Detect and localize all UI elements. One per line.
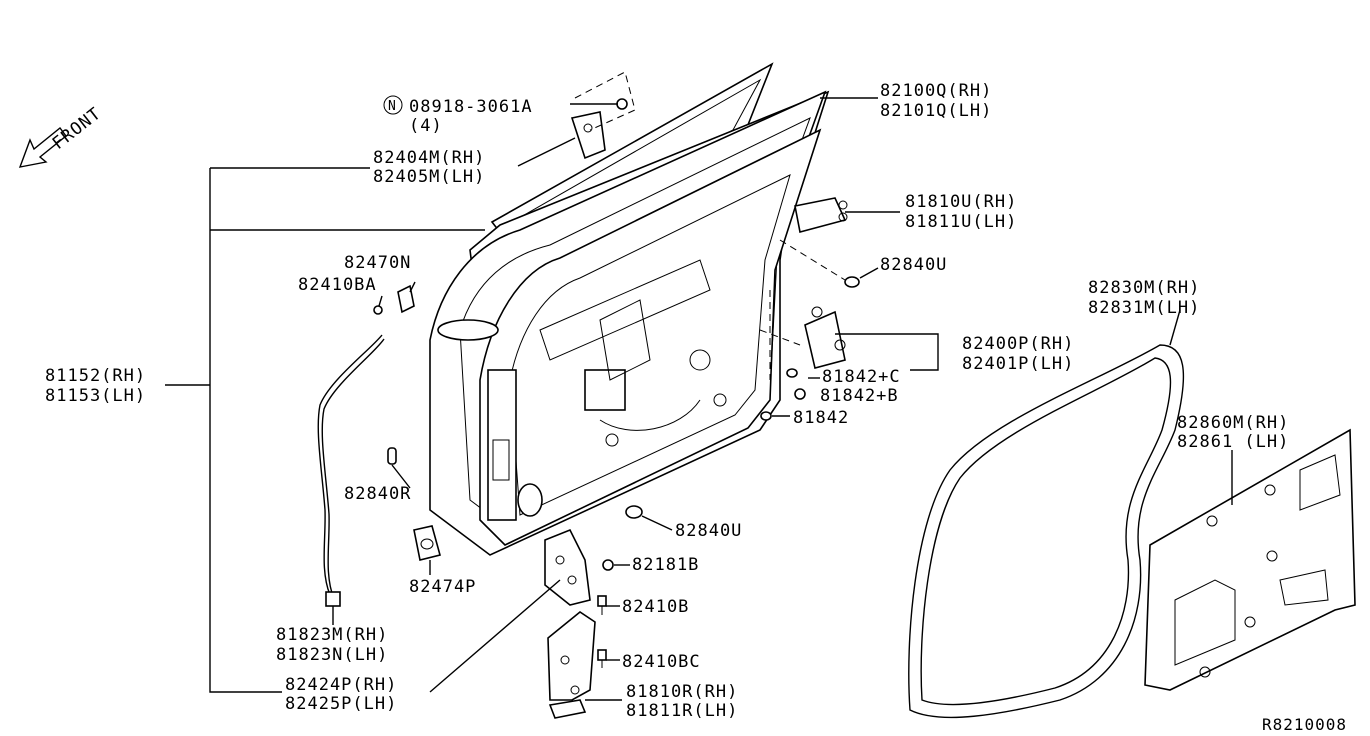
label-rod-rh: 81810U(RH) (905, 192, 1017, 212)
label-hinge-lower-lh: 82425P(LH) (285, 694, 397, 714)
lower-hinge (544, 528, 614, 615)
plug-82840u-bottom (625, 505, 643, 519)
label-hinge-bolt-qty: (4) (409, 116, 443, 136)
label-bolt-82410ba: 82410BA (298, 275, 377, 295)
front-label: FRONT (49, 104, 106, 154)
label-door-lh: 81153(LH) (45, 386, 146, 406)
plug-82840r (387, 447, 397, 465)
label-nut-82181b: 82181B (632, 555, 699, 575)
label-hinge-upper-lh: 82405M(LH) (373, 167, 485, 187)
bolts-81842 (760, 368, 806, 421)
label-cable-rh: 81823M(RH) (276, 625, 388, 645)
screen-82860m (1144, 428, 1356, 691)
label-handle-rh: 81810R(RH) (626, 682, 738, 702)
label-plug-82840u-top: 82840U (880, 255, 947, 275)
n-marker-letter: N (388, 99, 396, 114)
door-shell (429, 90, 827, 556)
label-bolt-81842: 81842 (793, 408, 849, 428)
label-handle-lh: 81811R(LH) (626, 701, 738, 721)
side-hinge (759, 290, 846, 380)
upper-hinge (570, 71, 636, 160)
cable-81823 (317, 334, 385, 607)
label-bolt-81842b: 81842+B (820, 386, 899, 406)
leader-lines (165, 97, 1233, 701)
label-door-rh: 81152(RH) (45, 366, 146, 386)
label-hinge-upper-rh: 82404M(RH) (373, 148, 485, 168)
label-cable-lh: 81823N(LH) (276, 645, 388, 665)
clip-82470n (397, 284, 415, 314)
label-plug-82840u-bottom: 82840U (675, 521, 742, 541)
check-rod (779, 197, 848, 281)
label-hinge-side-rh: 82400P(RH) (962, 334, 1074, 354)
label-clip-82470n: 82470N (344, 253, 411, 273)
label-screen-lh: 82861 (LH) (1177, 432, 1289, 452)
weatherstrip (908, 344, 1185, 719)
front-arrow-icon (18, 126, 67, 168)
label-hinge-lower-rh: 82424P(RH) (285, 675, 397, 695)
diagram-code: R8210008 (1262, 715, 1347, 734)
plug-82840u-top (844, 276, 860, 288)
label-rod-lh: 81811U(LH) (905, 212, 1017, 232)
label-screen-rh: 82860M(RH) (1177, 413, 1289, 433)
bolt-82410ba (373, 305, 383, 315)
grommet-82474p (413, 525, 441, 561)
label-hinge-bolt: 08918-3061A (409, 97, 533, 117)
label-bolt-81842c: 81842+C (822, 367, 901, 387)
label-bolt-82410b: 82410B (622, 597, 689, 617)
label-bolt-82410bc: 82410BC (622, 652, 701, 672)
label-weatherstrip-rh: 82830M(RH) (1088, 278, 1200, 298)
label-plug-82840r: 82840R (344, 484, 411, 504)
n-marker-icon: N (383, 95, 403, 115)
handle-bracket (547, 611, 607, 719)
label-sash-lh: 82101Q(LH) (880, 101, 992, 121)
label-grommet-82474p: 82474P (409, 577, 476, 597)
label-sash-rh: 82100Q(RH) (880, 81, 992, 101)
label-hinge-side-lh: 82401P(LH) (962, 354, 1074, 374)
label-weatherstrip-lh: 82831M(LH) (1088, 298, 1200, 318)
